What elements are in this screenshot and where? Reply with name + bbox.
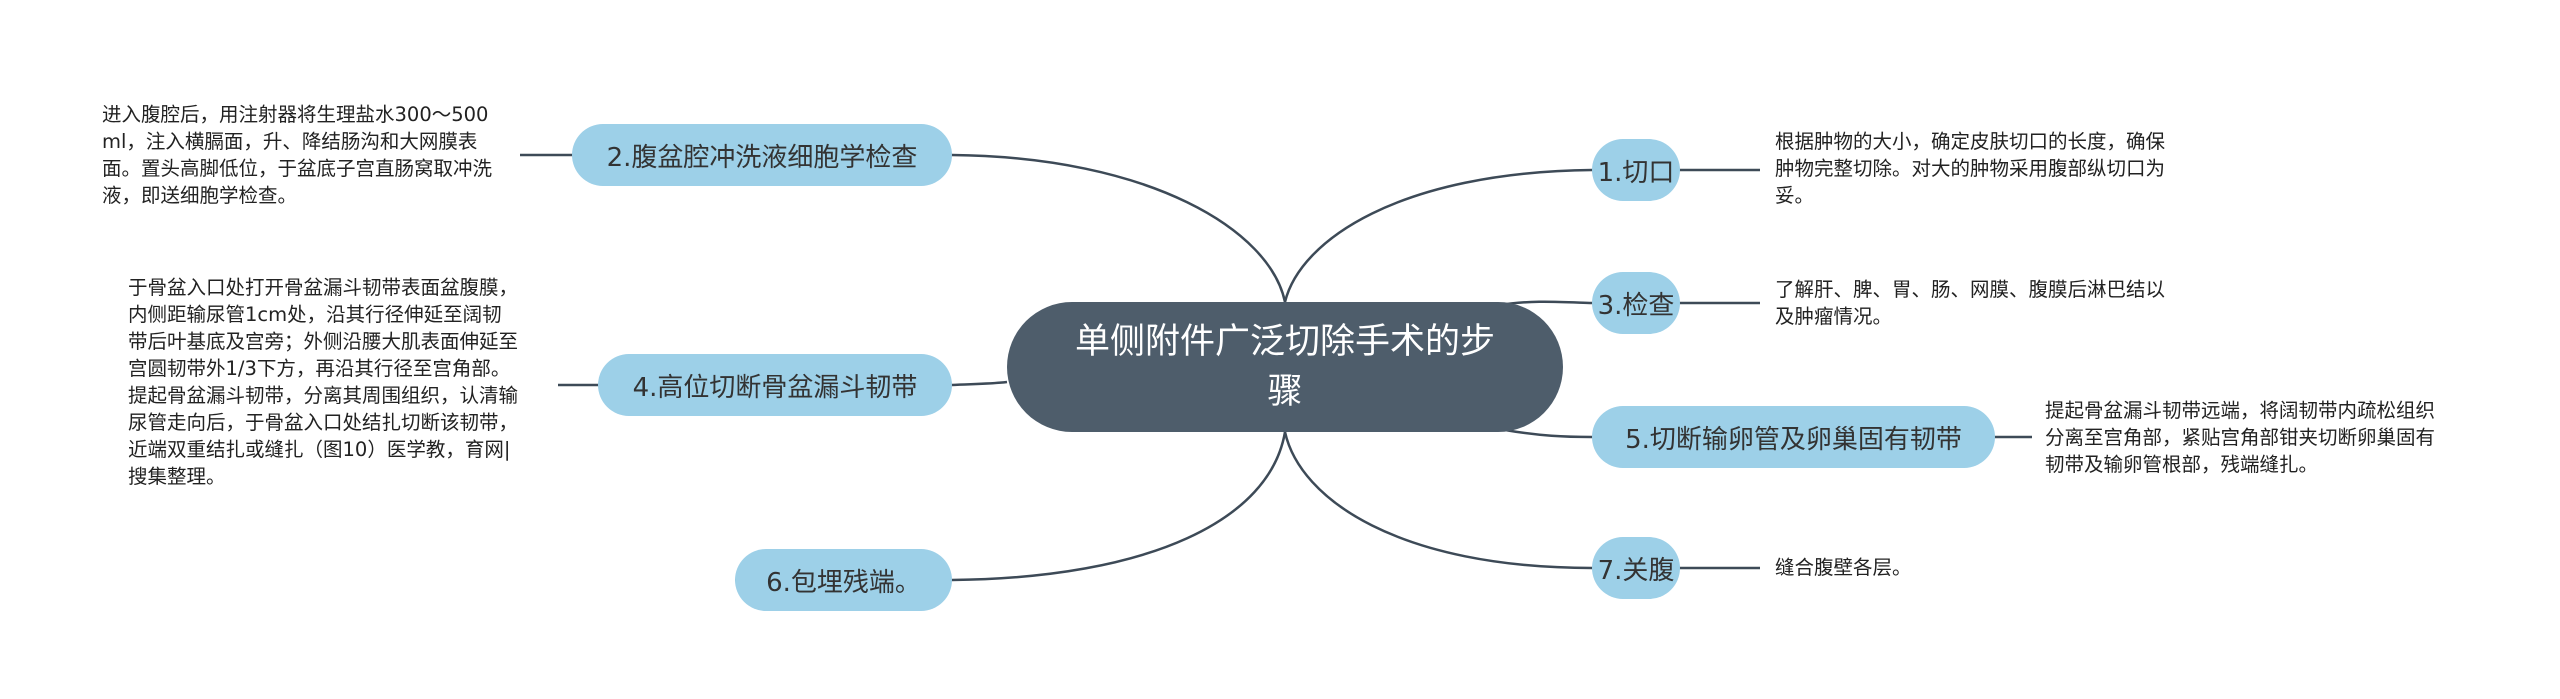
note-b1: 根据肿物的大小，确定皮肤切口的长度，确保 肿物完整切除。对大的肿物采用腹部纵切口… [1775,128,2165,209]
note-line: 面。置头高脚低位，于盆底子宫直肠窝取冲洗 [102,157,493,180]
note-line: 进入腹腔后，用注射器将生理盐水300～500 [102,103,489,126]
link-b7 [1283,431,1593,570]
branch-node-5[interactable]: 5.切断输卵管及卵巢固有韧带 [1592,406,1995,468]
link-b6 [951,431,1287,582]
branch-label: 6.包埋残端。 [766,567,921,598]
branch-node-3[interactable]: 3.检查 [1592,272,1680,334]
note-line: 搜集整理。 [128,465,226,488]
note-line: 近端双重结扎或缝扎（图10）医学教，育网| [128,438,511,461]
branch-node-2[interactable]: 2.腹盆腔冲洗液细胞学检查 [572,124,952,186]
link-b2 [951,153,1287,303]
branch-label: 7.关腹 [1597,555,1675,586]
link-b4 [951,380,1008,387]
note-b4: 于骨盆入口处打开骨盆漏斗韧带表面盆腹膜， 内侧距输尿管1cm处，沿其行径伸延至阔… [128,274,518,490]
branch-node-1[interactable]: 1.切口 [1592,139,1680,201]
branch-label: 5.切断输卵管及卵巢固有韧带 [1625,424,1962,455]
branch-node-6[interactable]: 6.包埋残端。 [735,549,952,611]
note-b7: 缝合腹壁各层。 [1775,554,1912,581]
branch-node-4[interactable]: 4.高位切断骨盆漏斗韧带 [598,354,952,416]
note-line: 肿物完整切除。对大的肿物采用腹部纵切口为 [1775,157,2166,180]
central-topic[interactable]: 单侧附件广泛切除手术的步骤 [1007,302,1563,432]
note-line: 于骨盆入口处打开骨盆漏斗韧带表面盆腹膜， [128,276,519,299]
note-line: 液，即送细胞学检查。 [102,184,298,207]
note-line: 宫圆韧带外1/3下方，再沿其行径至宫角部。 [128,357,511,380]
branch-node-7[interactable]: 7.关腹 [1592,537,1680,599]
link-b1 [1283,168,1593,303]
note-line: 根据肿物的大小，确定皮肤切口的长度，确保 [1775,130,2166,153]
branch-label: 1.切口 [1597,157,1675,188]
branch-label: 3.检查 [1597,290,1675,321]
note-line: 韧带及输卵管根部，残端缝扎。 [2045,453,2319,476]
note-line: 及肿瘤情况。 [1775,305,1893,328]
note-line: 妥。 [1775,184,1815,207]
note-line: 提起骨盆漏斗韧带远端，将阔韧带内疏松组织 [2045,399,2436,422]
note-b5: 提起骨盆漏斗韧带远端，将阔韧带内疏松组织 分离至宫角部，紧贴宫角部钳夹切断卵巢固… [2045,397,2435,478]
branch-label: 2.腹盆腔冲洗液细胞学检查 [606,142,918,173]
note-line: 了解肝、脾、胃、肠、网膜、腹膜后淋巴结以 [1775,278,2166,301]
note-line: 提起骨盆漏斗韧带，分离其周围组织，认清输 [128,384,519,407]
link-b5 [1504,428,1593,439]
branch-label: 4.高位切断骨盆漏斗韧带 [632,372,918,403]
central-topic-title: 单侧附件广泛切除手术的步骤 [1074,322,1495,412]
note-line: 尿管走向后，于骨盆入口处结扎切断该韧带， [128,411,519,434]
note-b3: 了解肝、脾、胃、肠、网膜、腹膜后淋巴结以 及肿瘤情况。 [1775,276,2165,330]
note-b2: 进入腹腔后，用注射器将生理盐水300～500 ml，注入横膈面，升、降结肠沟和大… [102,101,492,209]
note-line: ml，注入横膈面，升、降结肠沟和大网膜表 [102,130,478,153]
note-line: 带后叶基底及宫旁；外侧沿腰大肌表面伸延至 [128,330,519,353]
note-line: 分离至宫角部，紧贴宫角部钳夹切断卵巢固有 [2045,426,2436,449]
note-line: 缝合腹壁各层。 [1775,556,1912,579]
note-line: 内侧距输尿管1cm处，沿其行径伸延至阔韧 [128,303,502,326]
